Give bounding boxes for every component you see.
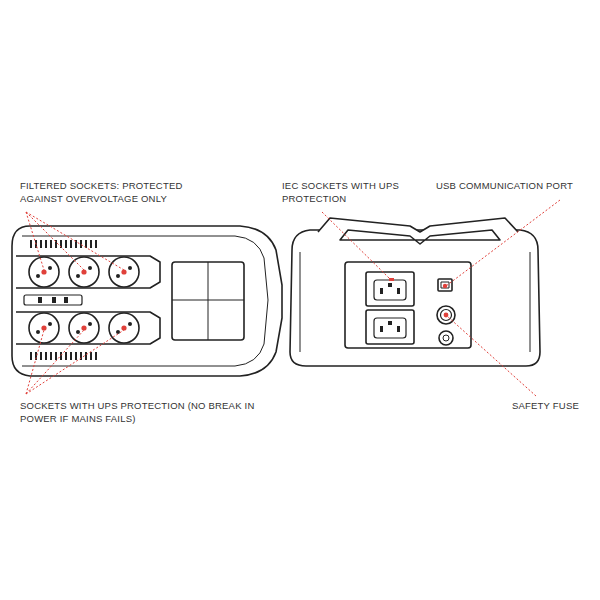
top-view: [12, 226, 282, 376]
callout-dot: [443, 284, 447, 288]
leader-line: [26, 330, 84, 394]
callout-label: USB COMMUNICATION PORT: [436, 180, 573, 193]
top-panel: [172, 262, 244, 340]
callout-label: FILTERED SOCKETS: PROTECTED AGAINST OVER…: [20, 180, 220, 206]
vent-slot: [95, 352, 97, 360]
vent-slot: [85, 352, 87, 360]
callout-dot: [389, 278, 394, 281]
callout-label: SOCKETS WITH UPS PROTECTION (NO BREAK IN…: [20, 400, 260, 426]
leader-line: [447, 316, 536, 396]
vent-slot: [60, 352, 62, 360]
usb-port: [438, 279, 452, 291]
safety-fuse-cap: [441, 310, 452, 321]
vent-slot: [70, 240, 72, 248]
iec-pins: [380, 283, 400, 332]
vent-slot: [50, 352, 52, 360]
vent-slot: [95, 240, 97, 248]
leader-line: [26, 330, 124, 394]
vent-slot: [30, 352, 32, 360]
rear-view: [290, 218, 540, 366]
vent-slot: [70, 352, 72, 360]
indicator-led: [64, 297, 68, 303]
top-panel-divider: [172, 300, 244, 301]
vent-slot: [45, 240, 47, 248]
power-inlet: [439, 331, 453, 345]
vent-slot: [50, 240, 52, 248]
callout-label: IEC SOCKETS WITH UPS PROTECTION: [282, 180, 412, 206]
vent-slot: [55, 352, 57, 360]
iec-socket: [366, 310, 414, 344]
indicator-strip: [24, 295, 82, 305]
rear-panel: [345, 262, 471, 348]
filtered-socket-strip: [16, 256, 160, 288]
vent-slot: [65, 352, 67, 360]
leader-line: [446, 200, 560, 286]
leader-lines: [26, 200, 560, 396]
indicator-led: [52, 297, 56, 303]
leader-line: [26, 212, 124, 270]
socket-pins: [36, 266, 132, 334]
indicator-led: [38, 297, 42, 303]
vent-slot: [90, 240, 92, 248]
power-inlet-inner: [443, 335, 449, 341]
callout-dot: [444, 313, 449, 318]
vent-slot: [45, 352, 47, 360]
vent-slot: [40, 352, 42, 360]
callout-dots: [41, 269, 126, 330]
vent-slot: [80, 240, 82, 248]
vent-slot: [75, 352, 77, 360]
rear-housing-edge: [300, 252, 530, 352]
iec-socket-face: [374, 280, 406, 300]
rear-handle-groove: [340, 230, 500, 244]
ups-socket-strip: [16, 312, 160, 344]
vent-slot: [90, 352, 92, 360]
vent-slot: [30, 240, 32, 248]
leader-line: [322, 212, 390, 279]
vent-slot: [40, 240, 42, 248]
top-housing: [12, 226, 282, 376]
vent-slot: [65, 240, 67, 248]
iec-socket: [366, 272, 414, 306]
callout-label: SAFETY FUSE: [512, 400, 579, 413]
rear-housing: [290, 230, 540, 366]
iec-socket-face: [374, 318, 406, 338]
top-panel-divider: [208, 262, 209, 340]
